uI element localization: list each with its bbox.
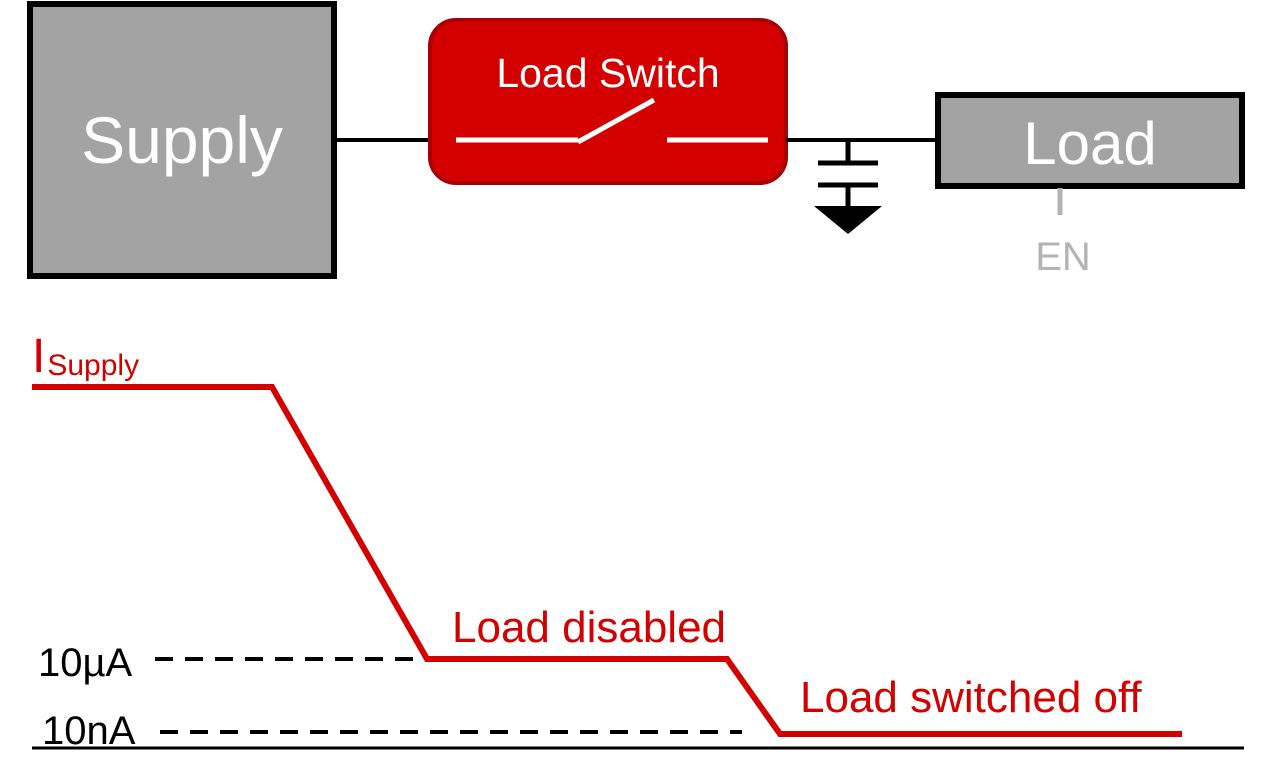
graph-y-label-subscript: Supply: [47, 349, 139, 382]
load-label: Load: [1023, 110, 1156, 177]
ground-icon: [814, 206, 882, 234]
supply-label: Supply: [81, 103, 283, 177]
load-switch-block: [428, 18, 788, 185]
state-label-load-switched-off: Load switched off: [800, 673, 1142, 722]
state-label-load-disabled: Load disabled: [452, 603, 726, 652]
graph-y-label: ISupply: [32, 330, 139, 383]
level-label-10ua: 10µA: [38, 641, 133, 685]
level-label-10na: 10nA: [42, 709, 136, 753]
capacitor-symbol: [818, 140, 878, 206]
enable-pin-label: EN: [1035, 235, 1091, 279]
load-switch-label: Load Switch: [496, 50, 719, 96]
load-block: [935, 92, 1245, 189]
supply-current-graph: ISupply 10µA 10nA Load disabled Load swi…: [32, 330, 1244, 753]
schematic: Supply Load Switch Load EN: [27, 1, 1245, 279]
supply-current-trace: [32, 384, 1182, 737]
supply-block: [27, 1, 337, 279]
switch-symbol: [456, 97, 768, 145]
graph-y-label-main: I: [32, 330, 45, 383]
